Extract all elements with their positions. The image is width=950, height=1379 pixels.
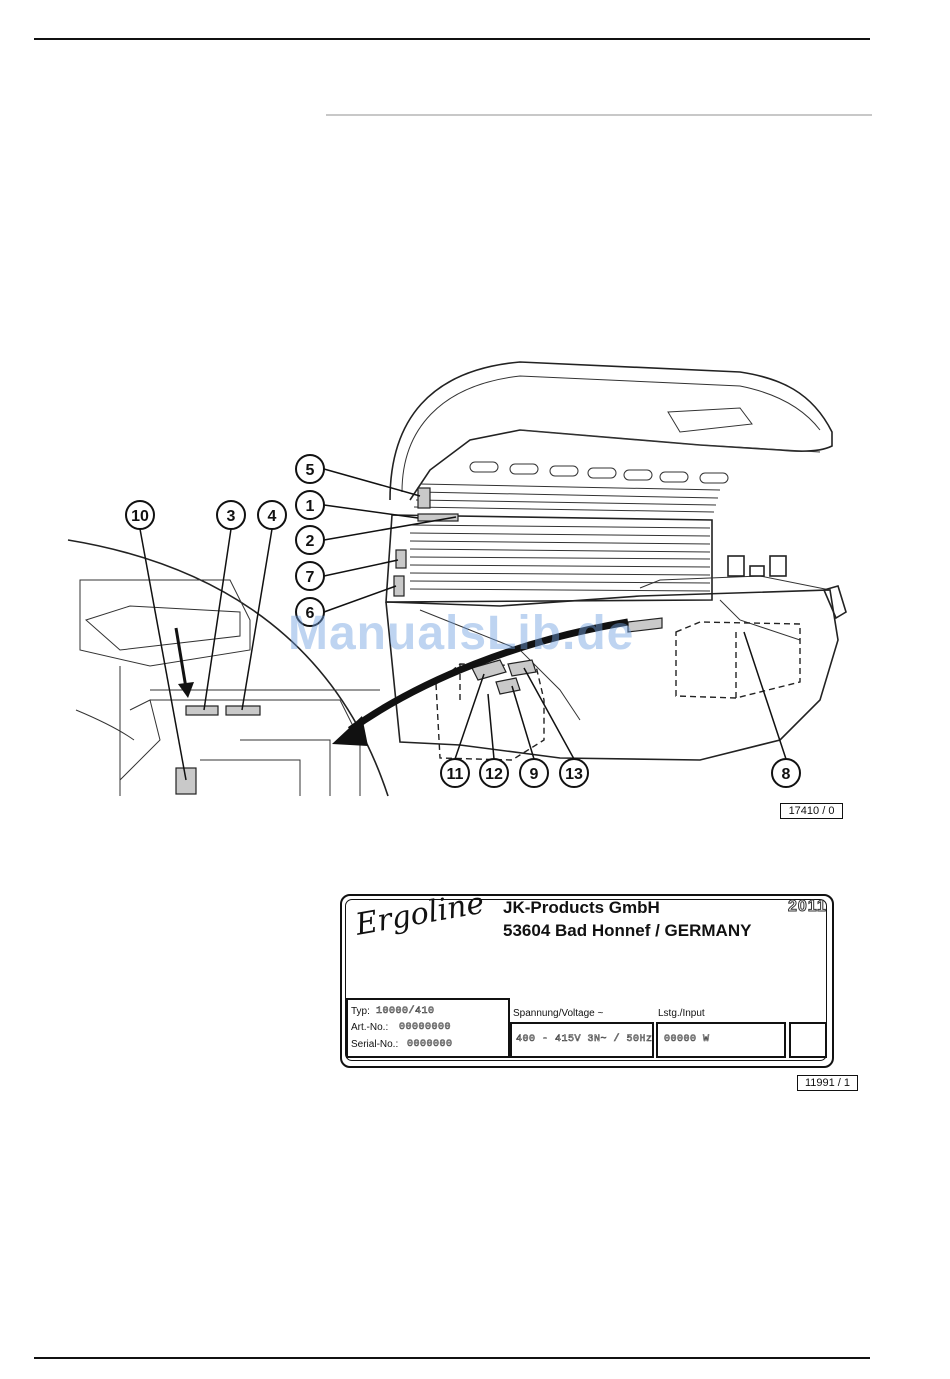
- figure-reference: 17410 / 0: [780, 803, 843, 819]
- callout-2: 2: [296, 526, 324, 554]
- svg-text:13: 13: [565, 766, 583, 783]
- detail-magnifier: [68, 540, 388, 796]
- svg-text:12: 12: [485, 766, 503, 783]
- callout-11: 11: [441, 759, 469, 787]
- svg-text:11: 11: [447, 766, 464, 783]
- svg-text:9: 9: [530, 766, 539, 783]
- svg-text:10: 10: [131, 508, 149, 525]
- svg-text:2: 2: [306, 533, 315, 550]
- canopy-vents: [470, 462, 728, 483]
- callout-9: 9: [520, 759, 548, 787]
- serial-no-label: Serial-No.:: [351, 1039, 398, 1050]
- serial-no-value: 0000000: [407, 1039, 453, 1050]
- input-label: Lstg./Input: [658, 1008, 705, 1019]
- svg-text:8: 8: [782, 766, 791, 783]
- callout-1: 1: [296, 491, 324, 519]
- callout-12: 12: [480, 759, 508, 787]
- callout-3: 3: [217, 501, 245, 529]
- callout-4: 4: [258, 501, 286, 529]
- svg-text:3: 3: [227, 508, 236, 525]
- svg-text:5: 5: [306, 462, 315, 479]
- canopy-drawing: [390, 362, 832, 512]
- certification-box: [789, 1022, 827, 1058]
- canopy-lamps: [414, 484, 720, 512]
- callout-13: 13: [560, 759, 588, 787]
- input-value: 00000 W: [664, 1034, 710, 1045]
- voltage-value: 400 - 415V 3N~ / 50Hz: [516, 1034, 653, 1045]
- svg-text:4: 4: [268, 508, 277, 525]
- voltage-label: Spannung/Voltage ~: [513, 1008, 603, 1019]
- callout-7: 7: [296, 562, 324, 590]
- company-name: JK-Products GmbH: [503, 898, 660, 918]
- nameplate-reference: 11991 / 1: [797, 1075, 858, 1091]
- bottom-rule: [34, 1357, 870, 1359]
- svg-text:7: 7: [306, 569, 315, 586]
- watermark: ManualsLib.de: [288, 606, 634, 661]
- type-label: Typ:: [351, 1006, 370, 1017]
- bed-labels: [394, 488, 458, 596]
- callout-10: 10: [126, 501, 154, 529]
- art-no-value: 00000000: [399, 1022, 451, 1033]
- manufacture-year: 2011: [788, 898, 827, 916]
- type-value: 10000/410: [376, 1006, 435, 1017]
- callout-8: 8: [772, 759, 800, 787]
- company-address: 53604 Bad Honnef / GERMANY: [503, 921, 751, 941]
- svg-text:1: 1: [306, 498, 315, 515]
- art-no-label: Art.-No.:: [351, 1022, 388, 1033]
- bench-lamps: [386, 515, 712, 602]
- callout-5: 5: [296, 455, 324, 483]
